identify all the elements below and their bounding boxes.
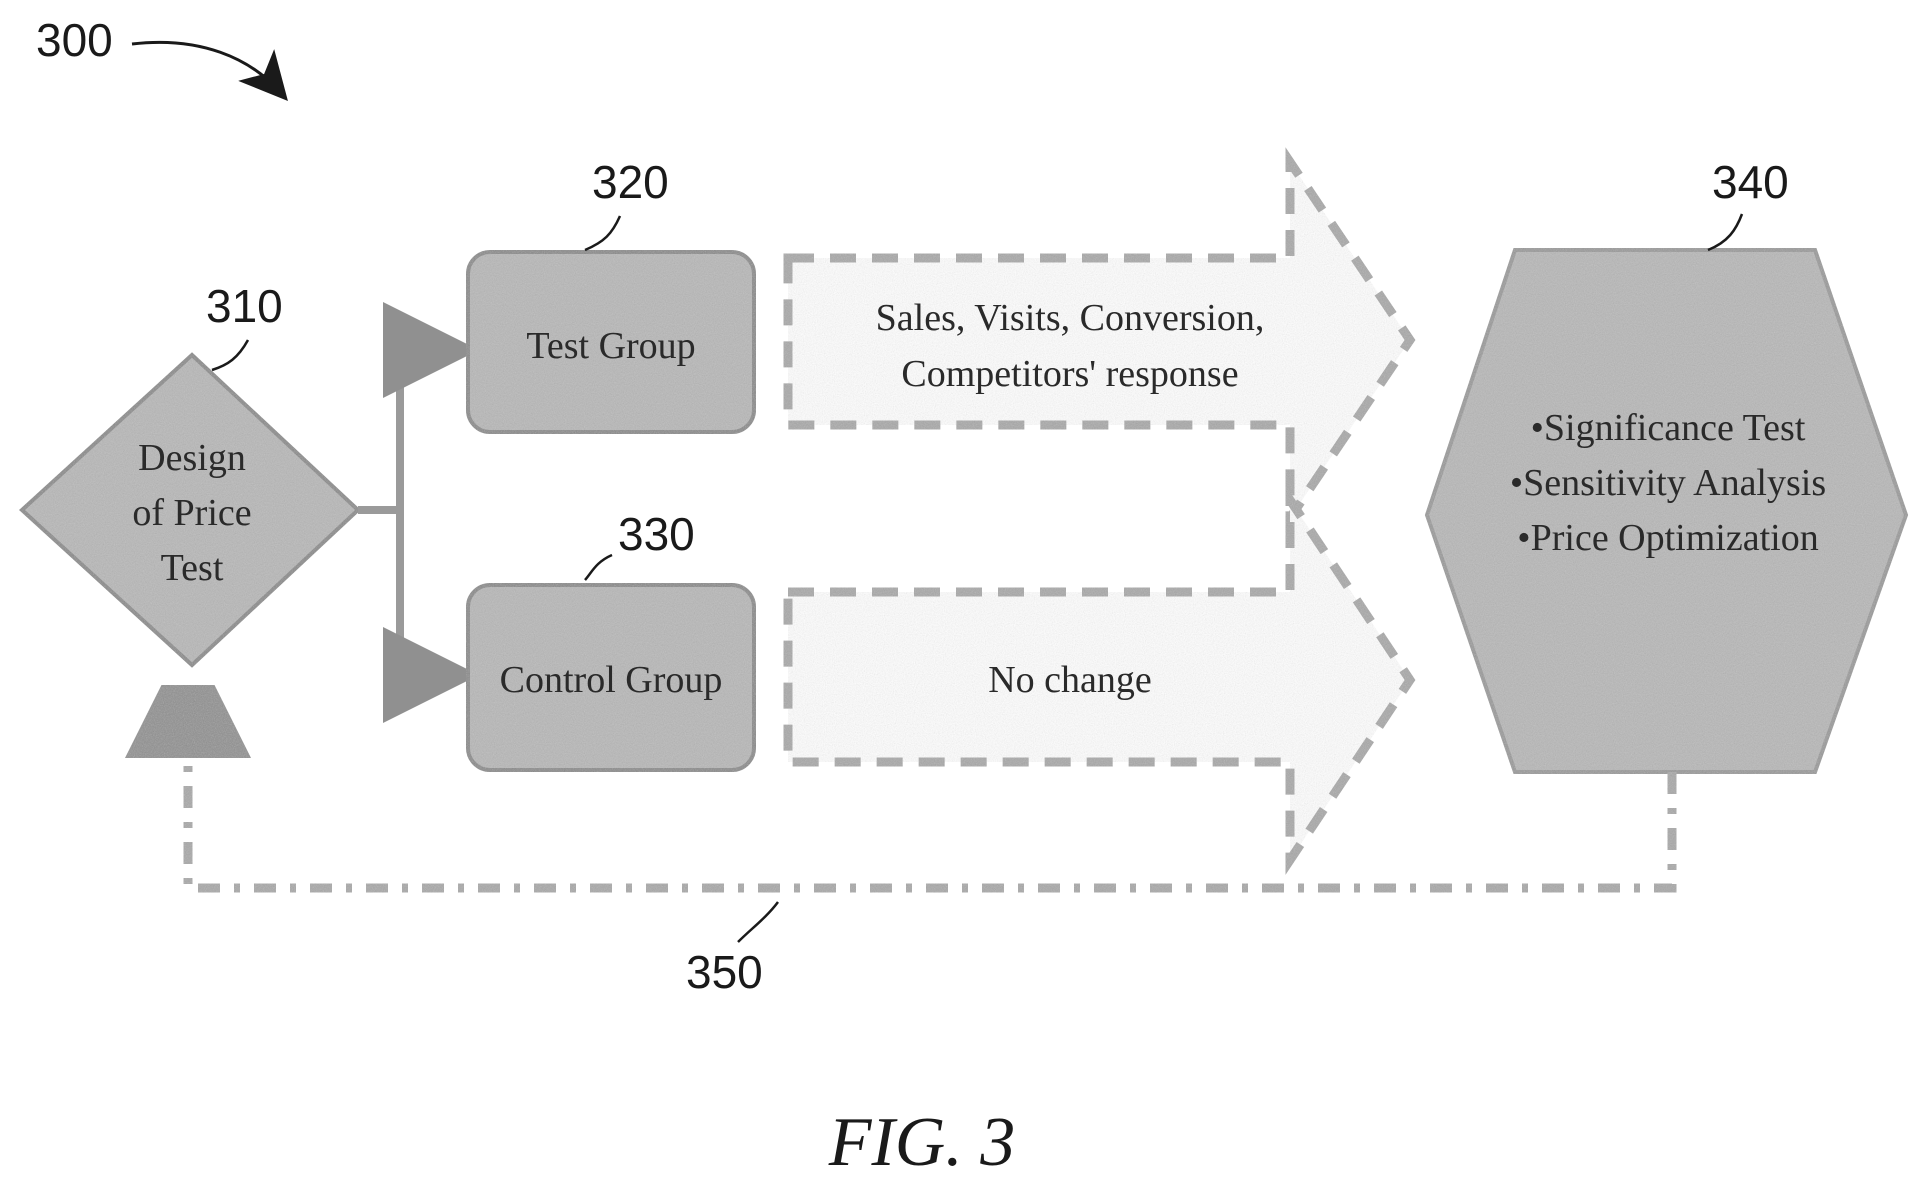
connector-to-test-group <box>358 350 455 510</box>
figure-ref-label: 300 <box>36 14 113 66</box>
test-metrics-dashed-arrow <box>788 162 1410 518</box>
feedback-ref-label: 350 <box>686 946 763 998</box>
control-group-node: Control Group <box>468 585 754 770</box>
design-line-3: Test <box>161 547 224 589</box>
test-group-ref-label: 320 <box>592 156 669 208</box>
split-connectors <box>358 350 455 675</box>
control-group-ref-leader <box>585 555 612 580</box>
analysis-ref-label: 340 <box>1712 156 1789 208</box>
control-group-ref-label: 330 <box>618 508 695 560</box>
control-group-label: Control Group <box>500 659 723 701</box>
figure-caption: FIG. 3 <box>828 1104 1016 1181</box>
test-group-label: Test Group <box>526 325 695 367</box>
analysis-item-2: •Sensitivity Analysis <box>1510 462 1826 504</box>
analysis-item-1: •Significance Test <box>1531 407 1806 449</box>
design-node: Design of Price Test <box>22 355 358 665</box>
design-ref-leader <box>212 340 248 370</box>
test-metrics-line-2: Competitors' response <box>901 353 1238 395</box>
analysis-ref-leader <box>1708 214 1742 250</box>
feedback-ref-leader <box>738 902 778 942</box>
connector-to-control-group <box>400 510 455 675</box>
design-line-2: of Price <box>132 492 251 534</box>
figure-ref-arrow <box>132 42 280 92</box>
test-group-node: Test Group <box>468 252 754 432</box>
design-line-1: Design <box>138 437 246 479</box>
design-ref-label: 310 <box>206 280 283 332</box>
test-group-ref-leader <box>585 216 620 250</box>
test-metrics-line-1: Sales, Visits, Conversion, <box>876 297 1265 339</box>
control-metrics-label: No change <box>988 659 1152 701</box>
analysis-hexagon <box>1427 250 1906 772</box>
analysis-item-3: •Price Optimization <box>1517 517 1818 559</box>
analysis-node: •Significance Test •Sensitivity Analysis… <box>1427 250 1906 772</box>
test-metrics-flow: Sales, Visits, Conversion, Competitors' … <box>788 162 1410 518</box>
control-metrics-flow: No change <box>788 500 1410 860</box>
